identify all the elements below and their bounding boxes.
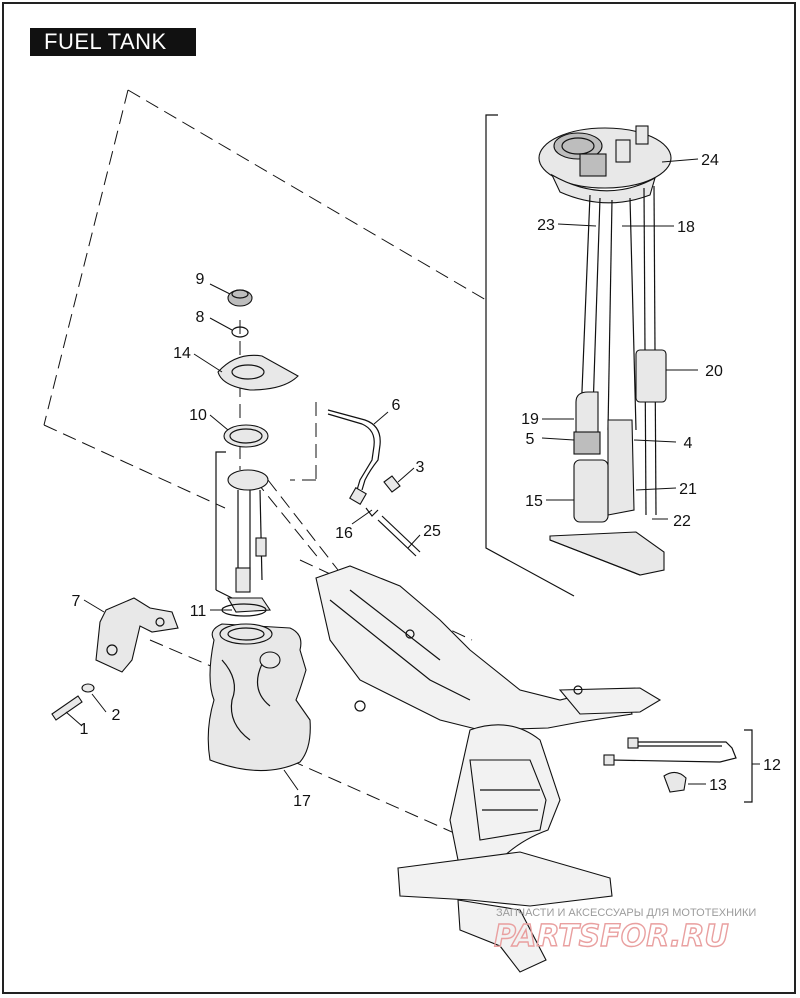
- heat-shield: [217, 354, 299, 391]
- callout-21: 21: [679, 481, 697, 498]
- washer: [81, 683, 95, 693]
- leader-lines: [65, 158, 760, 791]
- callout-8: 8: [196, 309, 205, 326]
- callout-3: 3: [416, 459, 425, 476]
- callout-16: 16: [335, 525, 353, 542]
- callout-12: 12: [763, 757, 781, 774]
- callout-4: 4: [684, 435, 693, 452]
- callout-1: 1: [80, 721, 89, 738]
- fuel-pump-module-installed: [215, 451, 271, 617]
- fuel-tank: [207, 623, 311, 772]
- pump-fitting-2: [635, 125, 649, 145]
- crossover-clip: [663, 771, 687, 793]
- callout-19: 19: [521, 411, 539, 428]
- bolt: [51, 695, 83, 721]
- callout-numbers: 1 2 3 4 5 6 7 8 9 10 11 12 13 14 15 16 1…: [72, 152, 781, 810]
- fuel-level-sender: [635, 349, 667, 403]
- callout-24: 24: [701, 152, 719, 169]
- diagram-title: FUEL TANK: [30, 28, 196, 56]
- watermark: ЗАПЧАСТИ И АКСЕССУАРЫ ДЛЯ МОТОТЕХНИКИ PA…: [493, 907, 756, 955]
- callout-6: 6: [392, 397, 401, 414]
- pump-hose: [575, 391, 599, 441]
- callout-17: 17: [293, 793, 311, 810]
- fill-cap-stack: [217, 289, 299, 448]
- callout-11: 11: [190, 603, 207, 620]
- pump-detail-bracket: [485, 114, 575, 597]
- callout-7: 7: [72, 593, 81, 610]
- pump-fitting: [615, 139, 631, 163]
- fuel-pump-body: [573, 459, 609, 523]
- pump-fill-opening: [553, 132, 603, 160]
- pump-filter-clip: [573, 431, 601, 455]
- crossover-fuel-line: [603, 729, 753, 803]
- pump-connector: [579, 153, 607, 177]
- callout-5: 5: [526, 431, 535, 448]
- callout-14: 14: [173, 345, 191, 362]
- callout-13: 13: [709, 777, 727, 794]
- o-ring-small: [231, 326, 249, 338]
- callout-15: 15: [525, 493, 543, 510]
- callout-2: 2: [112, 707, 121, 724]
- fuel-pump-module-detail: [538, 125, 672, 576]
- fuel-lines: [327, 409, 421, 557]
- callout-22: 22: [673, 513, 691, 530]
- fuel-filter-sock: [549, 531, 665, 576]
- callout-18: 18: [677, 219, 695, 236]
- mounting-bracket: [51, 597, 179, 721]
- watermark-text: ЗАПЧАСТИ И АКСЕССУАРЫ ДЛЯ МОТОТЕХНИКИ: [496, 907, 756, 919]
- motorcycle-frame: [315, 565, 662, 973]
- callout-20: 20: [705, 363, 723, 380]
- callout-9: 9: [196, 271, 205, 288]
- tank-filler-neck: [219, 623, 273, 645]
- watermark-brand: PARTSFOR.RU: [494, 919, 729, 954]
- callout-23: 23: [537, 217, 555, 234]
- callout-25: 25: [423, 523, 441, 540]
- hose-clamp: [383, 475, 401, 493]
- callout-10: 10: [189, 407, 207, 424]
